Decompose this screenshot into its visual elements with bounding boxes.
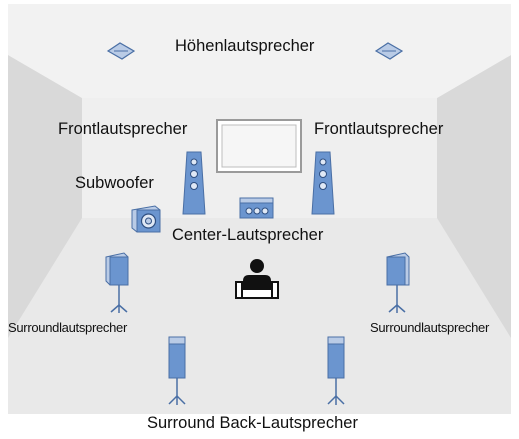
- listener-icon: [235, 259, 279, 299]
- surround-back-speaker-right: [327, 336, 345, 405]
- label-front-left: Frontlautsprecher: [58, 120, 188, 138]
- tv: [216, 119, 302, 173]
- height-speaker-right: [374, 42, 404, 60]
- label-surround-left: Surroundlautsprecher: [8, 320, 128, 335]
- surround-speaker-right: [386, 252, 410, 313]
- room-right-wall: [437, 55, 511, 338]
- label-center: Center-Lautsprecher: [172, 226, 324, 244]
- label-front-right: Frontlautsprecher: [314, 120, 444, 138]
- center-speaker: [239, 197, 274, 219]
- label-height-speakers: Höhenlautsprecher: [175, 37, 315, 55]
- subwoofer-speaker: [131, 205, 161, 233]
- surround-speaker-left: [105, 252, 129, 313]
- front-speaker-left: [182, 151, 206, 215]
- label-subwoofer: Subwoofer: [75, 174, 154, 192]
- label-surround-right: Surroundlautsprecher: [370, 320, 490, 335]
- label-surround-back: Surround Back-Lautsprecher: [147, 414, 358, 432]
- front-speaker-right: [311, 151, 335, 215]
- room-left-wall: [8, 55, 82, 338]
- room-ceiling: [8, 4, 511, 98]
- height-speaker-left: [106, 42, 136, 60]
- surround-back-speaker-left: [168, 336, 186, 405]
